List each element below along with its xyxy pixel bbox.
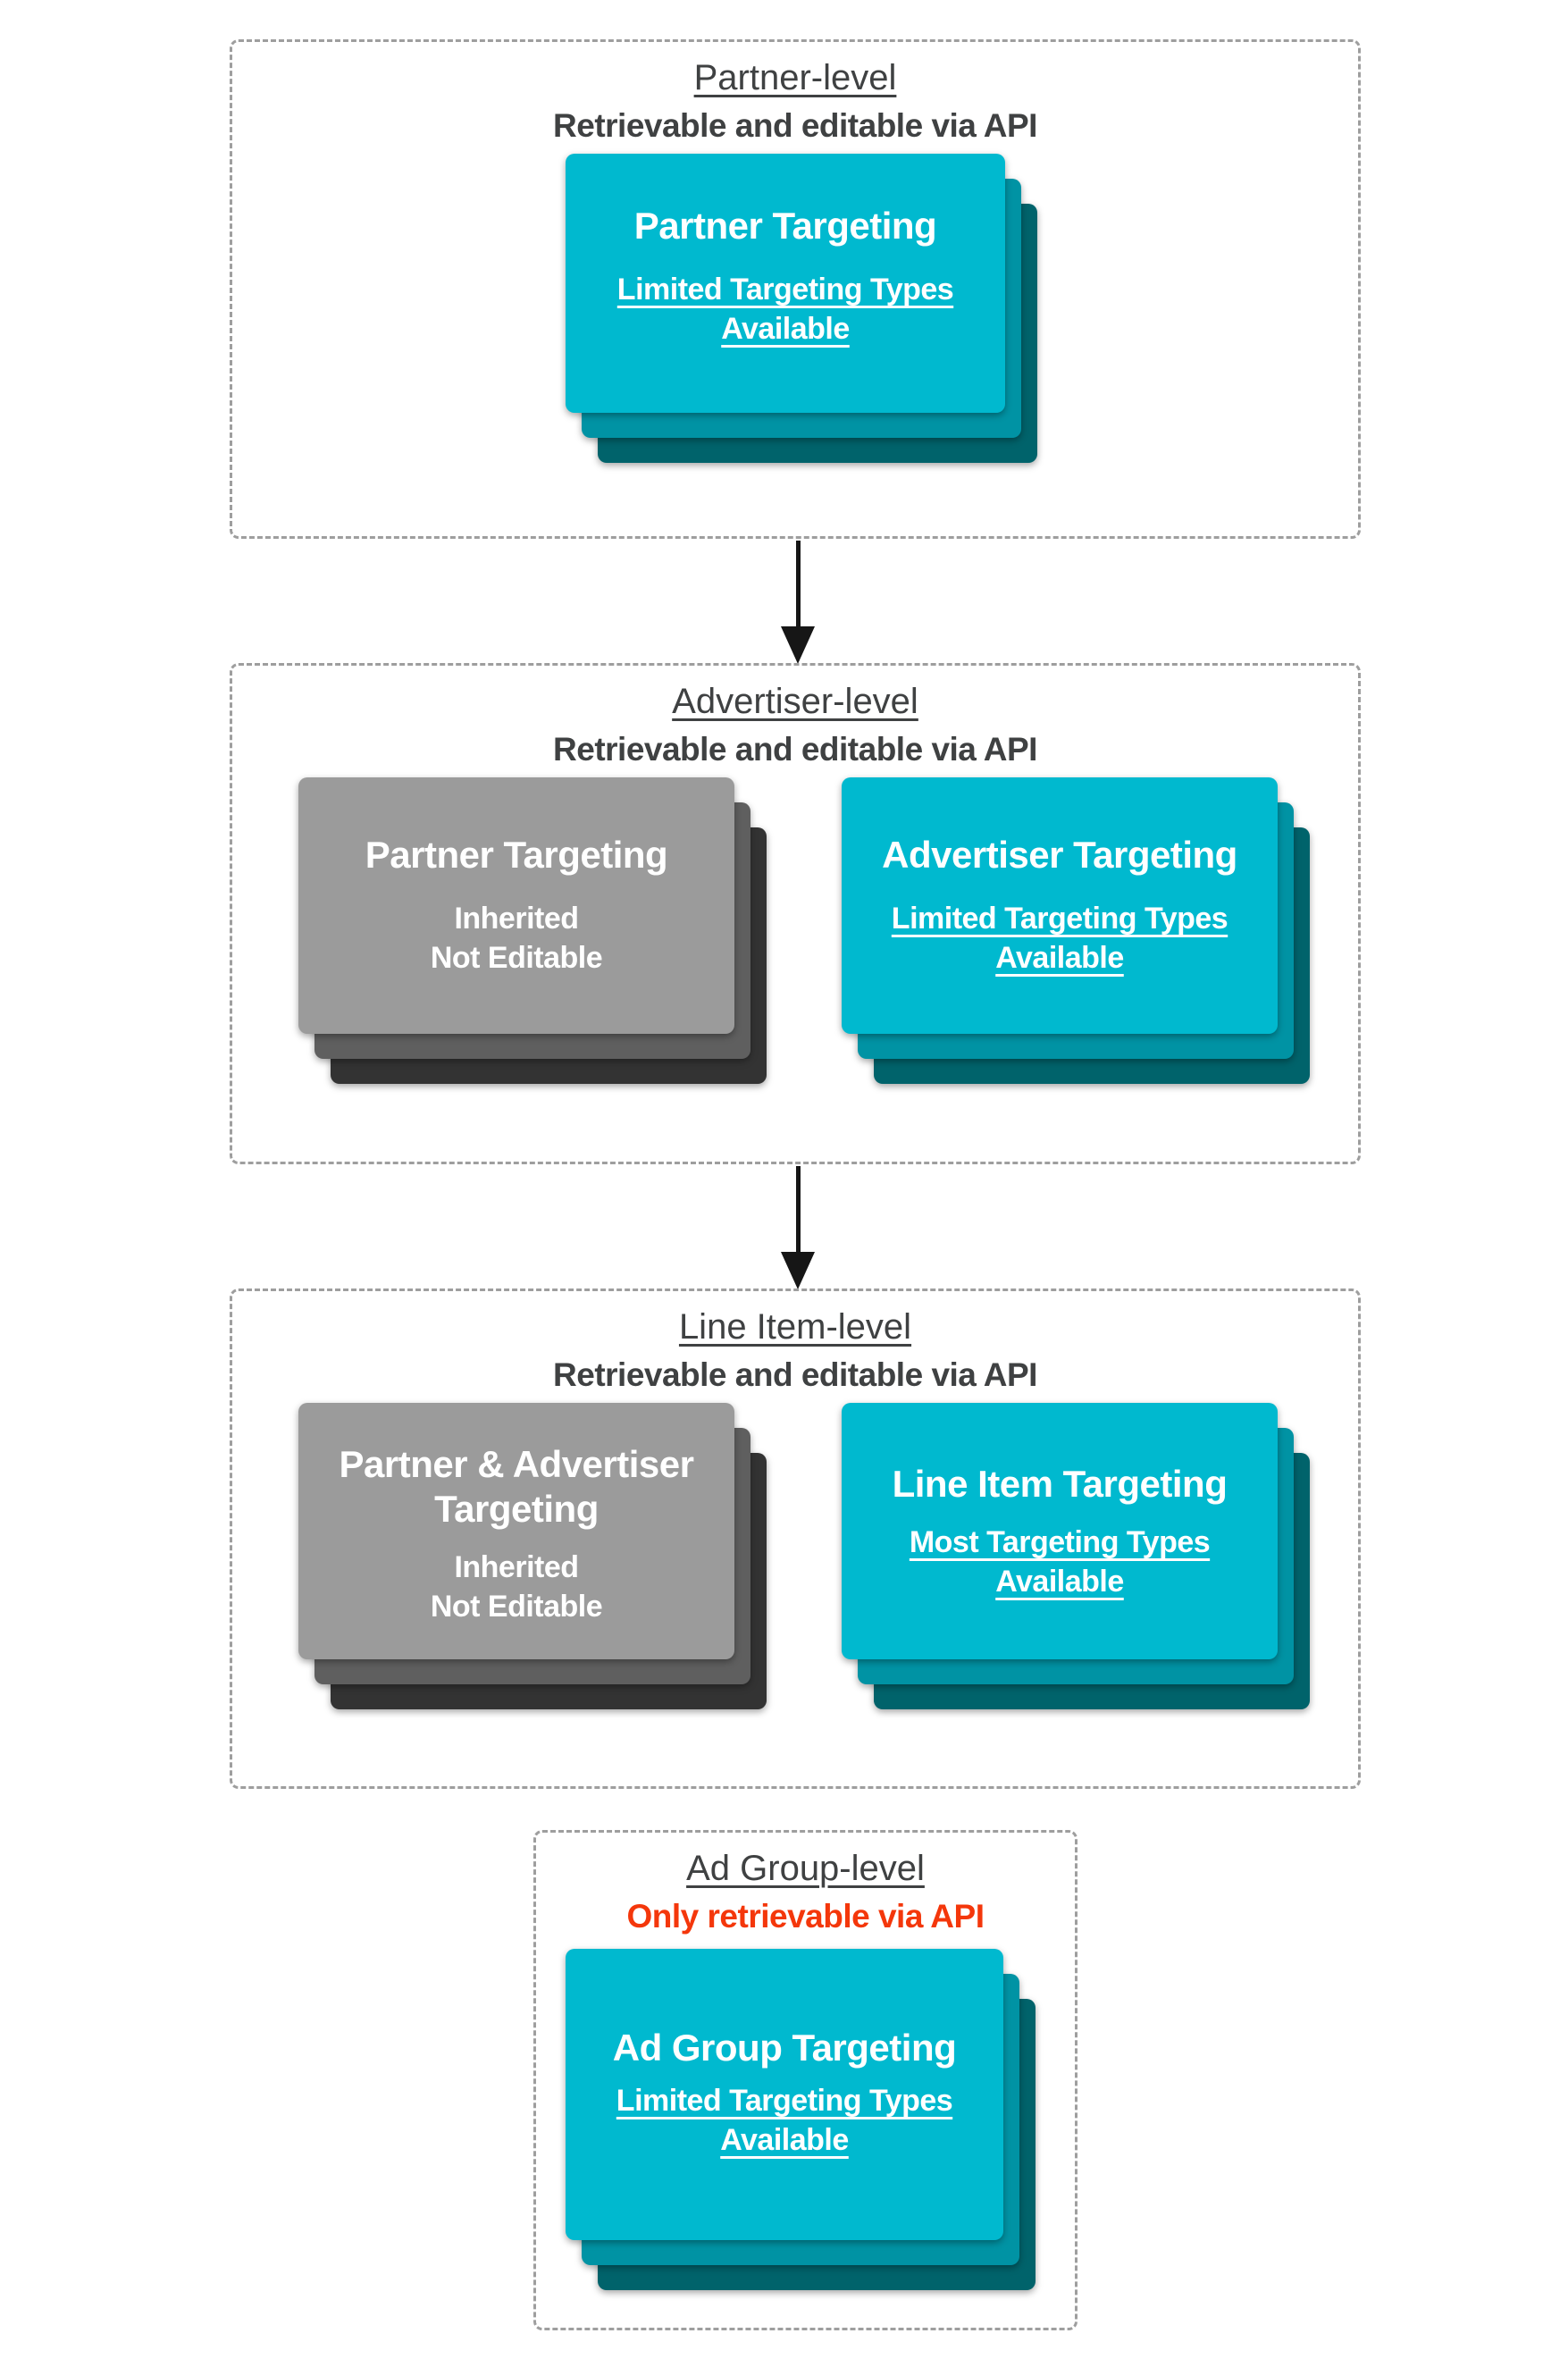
card-title-line: Targeting — [434, 1488, 599, 1530]
section-line-item-level: Line Item-level Retrievable and editable… — [230, 1288, 1361, 1789]
card-inherited-partner-targeting: Partner Targeting Inherited Not Editable — [298, 777, 734, 1034]
section-line-item-subtitle: Retrievable and editable via API — [553, 1356, 1037, 1393]
section-partner-subtitle: Retrievable and editable via API — [553, 107, 1037, 144]
card-subtitle-line: Available — [995, 1565, 1124, 1599]
card-subtitle-line: Available — [721, 312, 850, 346]
section-advertiser-header: Advertiser-level Retrievable and editabl… — [232, 682, 1358, 768]
card-subtitle: Inherited Not Editable — [430, 1548, 603, 1626]
card-stack-ad-group-targeting: Ad Group Targeting Limited Targeting Typ… — [566, 1949, 1036, 2290]
card-subtitle-line: Not Editable — [430, 941, 603, 975]
section-ad-group-header: Ad Group-level Only retrievable via API — [536, 1849, 1075, 1935]
section-ad-group-subtitle: Only retrievable via API — [626, 1898, 985, 1935]
card-subtitle-line: Inherited — [454, 902, 579, 936]
card-ad-group-targeting: Ad Group Targeting Limited Targeting Typ… — [566, 1949, 1003, 2240]
card-title: Partner & Advertiser Targeting — [340, 1442, 694, 1532]
card-title-line: Partner & Advertiser — [339, 1443, 694, 1485]
card-advertiser-targeting: Advertiser Targeting Limited Targeting T… — [842, 777, 1278, 1034]
card-title: Partner Targeting — [365, 833, 668, 877]
card-stack-inherited-partner-advertiser-targeting: Partner & Advertiser Targeting Inherited… — [298, 1403, 767, 1709]
arrow-shaft — [795, 1166, 801, 1252]
card-subtitle-line: Available — [720, 2123, 849, 2157]
card-stack-advertiser-targeting: Advertiser Targeting Limited Targeting T… — [842, 777, 1310, 1084]
section-advertiser-title: Advertiser-level — [672, 682, 918, 721]
section-ad-group-level: Ad Group-level Only retrievable via API — [533, 1830, 1077, 2330]
card-title: Advertiser Targeting — [882, 833, 1237, 877]
card-title: Ad Group Targeting — [613, 2026, 957, 2070]
section-advertiser-subtitle: Retrievable and editable via API — [553, 731, 1037, 768]
card-subtitle: Most Targeting Types Available — [909, 1523, 1211, 1601]
card-subtitle: Limited Targeting Types Available — [892, 899, 1228, 978]
card-title-line: Ad Group Targeting — [612, 2027, 957, 2069]
card-subtitle-line: Limited Targeting Types — [616, 273, 954, 306]
card-title: Line Item Targeting — [893, 1462, 1228, 1507]
card-subtitle: Inherited Not Editable — [430, 899, 603, 978]
card-stack-line-item-targeting: Line Item Targeting Most Targeting Types… — [842, 1403, 1310, 1709]
card-subtitle: Limited Targeting Types Available — [616, 2081, 953, 2160]
arrow-head — [781, 1252, 815, 1289]
section-ad-group-title: Ad Group-level — [686, 1849, 925, 1888]
section-line-item-header: Line Item-level Retrievable and editable… — [232, 1307, 1358, 1394]
section-line-item-title: Line Item-level — [678, 1307, 912, 1347]
card-subtitle-line: Limited Targeting Types — [891, 902, 1228, 936]
card-subtitle-line: Most Targeting Types — [909, 1525, 1211, 1559]
card-subtitle: Limited Targeting Types Available — [616, 270, 954, 348]
card-subtitle-line: Available — [995, 941, 1124, 975]
arrow-down-icon — [780, 541, 816, 664]
card-title-line: Partner Targeting — [365, 834, 668, 876]
card-stack-inherited-partner-targeting: Partner Targeting Inherited Not Editable — [298, 777, 767, 1084]
arrow-shaft — [795, 541, 801, 626]
card-line-item-targeting: Line Item Targeting Most Targeting Types… — [842, 1403, 1278, 1659]
card-title-line: Partner Targeting — [633, 205, 937, 247]
card-title-line: Line Item Targeting — [892, 1463, 1228, 1505]
arrow-head — [781, 626, 815, 664]
section-partner-header: Partner-level Retrievable and editable v… — [232, 58, 1358, 145]
section-partner-title: Partner-level — [693, 58, 897, 97]
card-stack-partner-targeting: Partner Targeting Limited Targeting Type… — [566, 154, 1037, 463]
section-advertiser-level: Advertiser-level Retrievable and editabl… — [230, 663, 1361, 1164]
card-partner-targeting: Partner Targeting Limited Targeting Type… — [566, 154, 1005, 413]
card-subtitle-line: Not Editable — [430, 1590, 603, 1624]
section-partner-level: Partner-level Retrievable and editable v… — [230, 39, 1361, 539]
card-subtitle-line: Limited Targeting Types — [616, 2084, 953, 2118]
card-title-line: Advertiser Targeting — [882, 834, 1237, 876]
card-subtitle-line: Inherited — [454, 1550, 579, 1584]
card-inherited-partner-advertiser-targeting: Partner & Advertiser Targeting Inherited… — [298, 1403, 734, 1659]
card-title: Partner Targeting — [633, 204, 937, 248]
arrow-down-icon — [780, 1166, 816, 1289]
